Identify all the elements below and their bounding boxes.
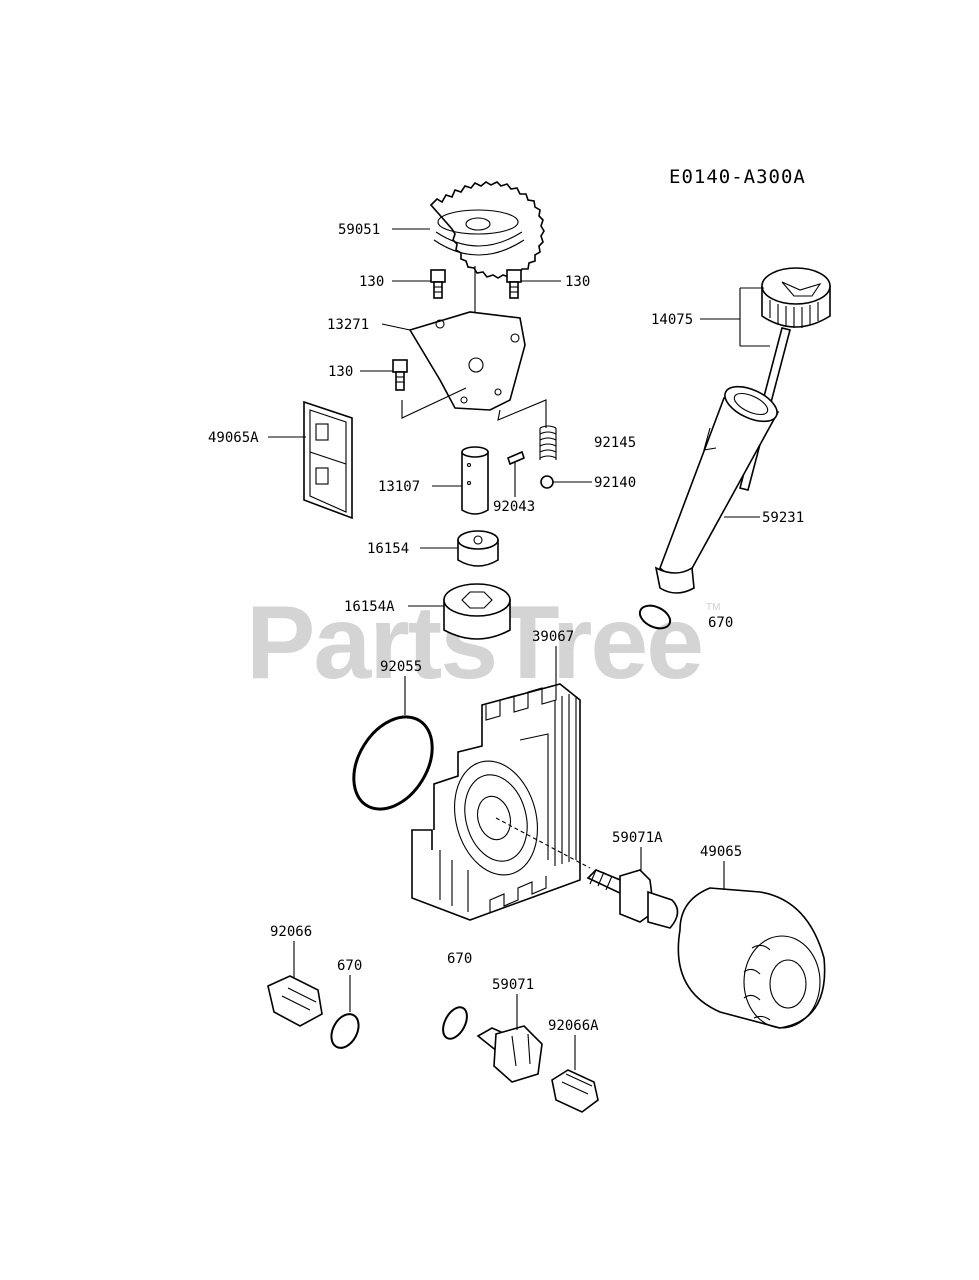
part-92140-ball[interactable] bbox=[540, 475, 554, 489]
label-14075: 14075 bbox=[651, 312, 693, 328]
part-92145-spring[interactable] bbox=[539, 425, 557, 460]
part-59071-fitting[interactable] bbox=[476, 1025, 543, 1083]
label-92145: 92145 bbox=[594, 435, 636, 451]
label-13271: 13271 bbox=[327, 317, 369, 333]
label-92140: 92140 bbox=[594, 475, 636, 491]
label-13107: 13107 bbox=[378, 479, 420, 495]
part-130-bolt-right[interactable] bbox=[506, 269, 522, 299]
part-670-oring-left[interactable] bbox=[326, 1009, 364, 1052]
part-670-oring-upper[interactable] bbox=[636, 601, 673, 633]
label-59071: 59071 bbox=[492, 977, 534, 993]
part-49065-oil-filter[interactable] bbox=[677, 887, 826, 1029]
label-130-lower: 130 bbox=[328, 364, 353, 380]
part-92043-pin[interactable] bbox=[507, 450, 525, 466]
part-92066A-plug[interactable] bbox=[551, 1069, 599, 1113]
part-92066-plug[interactable] bbox=[267, 975, 323, 1027]
part-13107-shaft[interactable] bbox=[461, 446, 489, 515]
watermark-trademark: TM bbox=[706, 602, 720, 613]
part-13271-cover-plate[interactable] bbox=[408, 311, 526, 411]
part-130-bolt-left[interactable] bbox=[430, 269, 446, 299]
diagram-code: E0140-A300A bbox=[669, 166, 806, 188]
label-130-right: 130 bbox=[565, 274, 590, 290]
part-59071A-fitting[interactable] bbox=[586, 869, 679, 929]
part-92055-oring[interactable] bbox=[338, 703, 449, 824]
label-49065A: 49065A bbox=[208, 430, 259, 446]
label-92066: 92066 bbox=[270, 924, 312, 940]
label-130-left: 130 bbox=[359, 274, 384, 290]
label-49065: 49065 bbox=[700, 844, 742, 860]
label-39067: 39067 bbox=[532, 629, 574, 645]
part-670-oring-center[interactable] bbox=[438, 1003, 472, 1042]
label-92055: 92055 bbox=[380, 659, 422, 675]
part-49065A-screen[interactable] bbox=[303, 400, 353, 520]
label-670-left: 670 bbox=[337, 958, 362, 974]
label-59231: 59231 bbox=[762, 510, 804, 526]
label-92066A: 92066A bbox=[548, 1018, 599, 1034]
label-59051: 59051 bbox=[338, 222, 380, 238]
label-16154A: 16154A bbox=[344, 599, 395, 615]
label-16154: 16154 bbox=[367, 541, 409, 557]
part-39067-oil-cooler[interactable] bbox=[411, 683, 591, 921]
part-59051-gear[interactable] bbox=[429, 181, 545, 279]
part-130-bolt-lower[interactable] bbox=[392, 359, 408, 391]
label-670-center: 670 bbox=[447, 951, 472, 967]
part-59231-tube[interactable] bbox=[654, 379, 782, 594]
part-16154-inner-rotor[interactable] bbox=[457, 530, 499, 567]
label-92043: 92043 bbox=[493, 499, 535, 515]
label-59071A: 59071A bbox=[612, 830, 663, 846]
label-670-upper: 670 bbox=[708, 615, 733, 631]
part-16154A-outer-rotor[interactable] bbox=[443, 583, 511, 640]
